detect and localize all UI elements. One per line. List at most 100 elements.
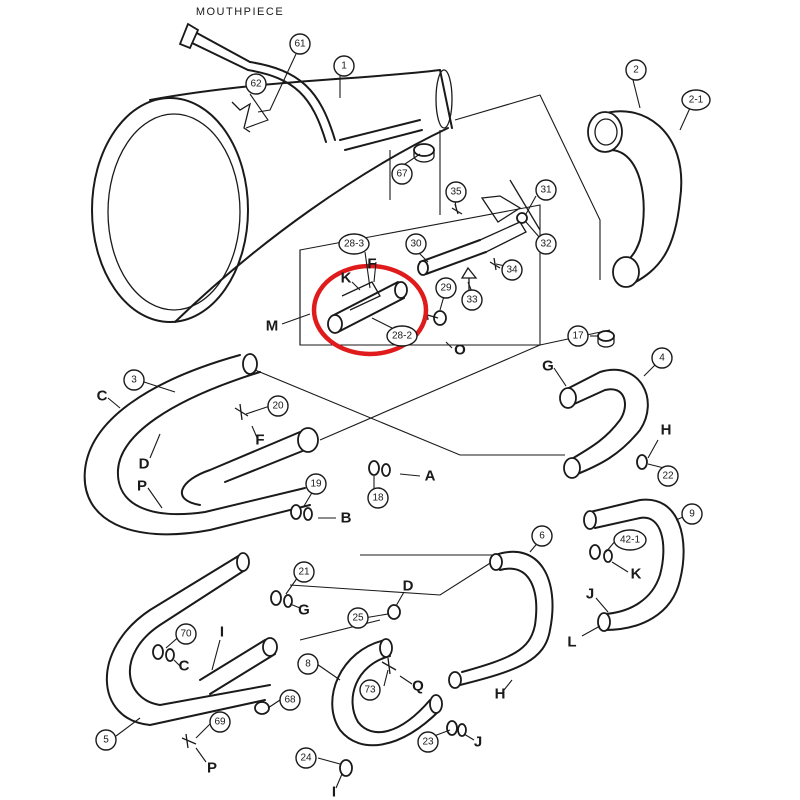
svg-text:2: 2 xyxy=(633,65,639,76)
callout-30: 30 xyxy=(405,233,427,255)
callout-6: 6 xyxy=(531,525,553,547)
svg-text:6: 6 xyxy=(539,531,545,542)
callout-42-1: 42-1 xyxy=(613,529,647,551)
svg-text:33: 33 xyxy=(466,295,478,306)
callout-21: 21 xyxy=(293,561,315,583)
part-4-tube xyxy=(559,330,649,479)
callout-34: 34 xyxy=(501,259,523,281)
letter-K-lower: K xyxy=(631,566,642,583)
callout-28-2: 28-2 xyxy=(386,325,418,347)
callout-23: 23 xyxy=(417,731,439,753)
svg-text:70: 70 xyxy=(180,629,192,640)
svg-text:23: 23 xyxy=(422,737,434,748)
letter-Q: Q xyxy=(412,678,424,695)
letter-L: L xyxy=(567,634,576,651)
highlight-circle xyxy=(311,263,429,357)
svg-text:61: 61 xyxy=(294,39,306,50)
callout-17: 17 xyxy=(567,325,589,347)
svg-text:3: 3 xyxy=(131,375,137,386)
letter-D-left: D xyxy=(139,456,150,473)
callout-33: 33 xyxy=(461,289,483,311)
svg-text:30: 30 xyxy=(410,239,422,250)
svg-text:5: 5 xyxy=(103,735,109,746)
svg-text:69: 69 xyxy=(214,717,226,728)
letter-G-mid: G xyxy=(298,602,310,619)
svg-text:9: 9 xyxy=(689,509,695,520)
svg-text:2-1: 2-1 xyxy=(689,95,704,106)
svg-text:42-1: 42-1 xyxy=(620,535,640,546)
letter-B: B xyxy=(341,510,352,527)
letter-C-lower: C xyxy=(179,658,190,675)
letter-O: O xyxy=(454,342,466,359)
svg-text:29: 29 xyxy=(440,283,452,294)
part-9-tube xyxy=(583,498,685,632)
callout-24: 24 xyxy=(295,747,317,769)
callout-20: 20 xyxy=(267,395,289,417)
svg-text:32: 32 xyxy=(540,239,552,250)
letter-K-top: K xyxy=(341,270,352,287)
svg-text:31: 31 xyxy=(540,185,552,196)
callout-67: 67 xyxy=(391,163,413,185)
assembly-guide-lines xyxy=(254,94,611,641)
connection-letters: M K F O C D P F G H A B K J L D G I C Q … xyxy=(97,256,672,800)
svg-text:1: 1 xyxy=(341,61,347,72)
valve-rod-parts xyxy=(417,179,541,290)
part-8-tube xyxy=(331,638,443,777)
svg-text:73: 73 xyxy=(364,685,376,696)
bell-assembly xyxy=(91,22,453,323)
part-6-tube xyxy=(448,550,554,689)
callout-32: 32 xyxy=(535,233,557,255)
svg-text:18: 18 xyxy=(372,493,384,504)
svg-text:68: 68 xyxy=(284,695,296,706)
letter-G-right: G xyxy=(542,358,554,375)
letter-D-mid: D xyxy=(403,578,414,595)
letter-M: M xyxy=(266,318,279,335)
letter-J-right: J xyxy=(586,586,594,603)
svg-text:34: 34 xyxy=(506,265,518,276)
svg-text:17: 17 xyxy=(572,331,584,342)
svg-text:24: 24 xyxy=(300,753,312,764)
callout-62: 62 xyxy=(245,73,267,95)
callout-9: 9 xyxy=(681,503,703,525)
top-bow-assembly xyxy=(587,110,683,288)
svg-text:19: 19 xyxy=(310,479,322,490)
letter-F-top: F xyxy=(367,256,376,273)
callout-22: 22 xyxy=(657,465,679,487)
callout-1: 1 xyxy=(333,55,355,77)
leader-lines xyxy=(115,53,691,765)
letter-I-left: I xyxy=(220,624,224,641)
callout-18: 18 xyxy=(367,487,389,509)
callout-4: 4 xyxy=(651,347,673,369)
callout-35: 35 xyxy=(445,181,467,203)
callout-29: 29 xyxy=(435,277,457,299)
letter-C-left: C xyxy=(97,388,108,405)
svg-text:35: 35 xyxy=(450,187,462,198)
callout-8: 8 xyxy=(297,653,319,675)
part-3-tube xyxy=(83,353,319,536)
callout-70: 70 xyxy=(175,623,197,645)
svg-text:67: 67 xyxy=(396,169,408,180)
callout-68: 68 xyxy=(279,689,301,711)
svg-text:20: 20 xyxy=(272,401,284,412)
callout-69: 69 xyxy=(209,711,231,733)
letter-F-mid: F xyxy=(255,432,264,449)
callout-31: 31 xyxy=(535,179,557,201)
callout-2-1: 2-1 xyxy=(681,89,711,111)
svg-text:62: 62 xyxy=(250,79,262,90)
letter-P-left: P xyxy=(137,478,147,495)
callout-73: 73 xyxy=(359,679,381,701)
letter-A: A xyxy=(425,468,436,485)
letter-I-bottom: I xyxy=(332,784,336,800)
letter-P-lower: P xyxy=(207,760,217,777)
callout-25: 25 xyxy=(347,607,369,629)
callout-2: 2 xyxy=(625,59,647,81)
callout-61: 61 xyxy=(289,33,311,55)
callout-3: 3 xyxy=(123,369,145,391)
letter-J-lower: J xyxy=(474,734,482,751)
svg-text:21: 21 xyxy=(298,567,310,578)
callout-5: 5 xyxy=(95,729,117,751)
svg-text:4: 4 xyxy=(659,353,665,364)
letter-H-lower: H xyxy=(495,686,506,703)
small-fittings xyxy=(152,403,648,749)
